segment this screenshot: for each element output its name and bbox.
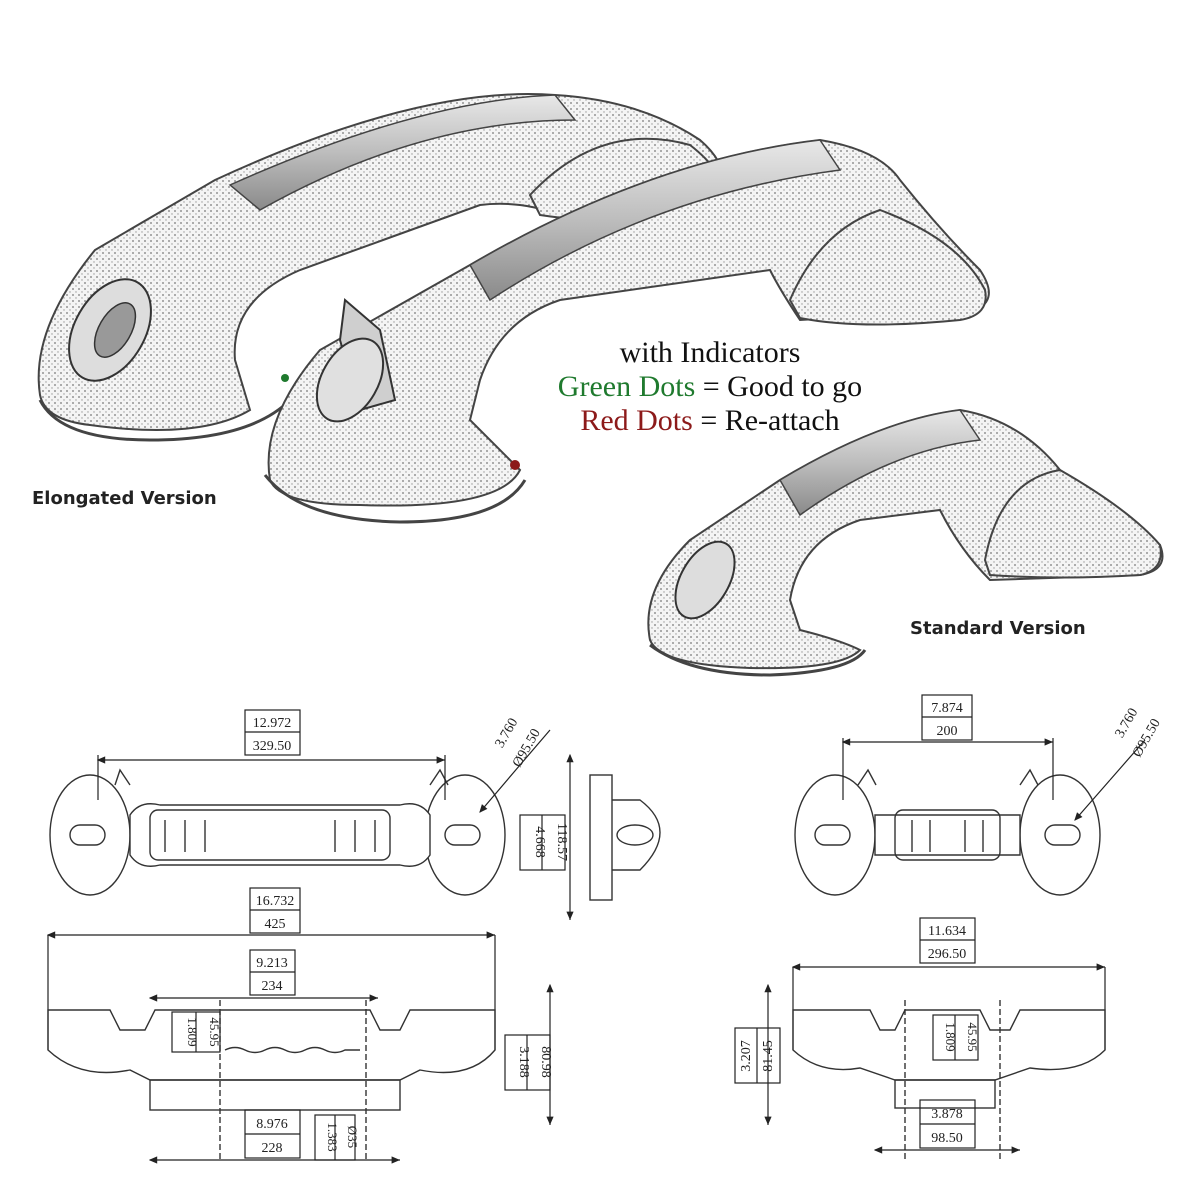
caption-green-line: Green Dots = Good to go [540,370,880,404]
dim-standard-side-in: 1.809 [943,1022,958,1051]
dim-elongated-side-in: 1.809 [185,1017,200,1046]
standard-front-view-drawing [792,1000,1106,1160]
red-indicator-dot [510,460,520,470]
indicator-caption: with Indicators Green Dots = Good to go … [540,336,880,438]
dim-elongated-height-in: 4.668 [532,826,547,858]
standard-bottom-dimensions [734,983,1020,1154]
dim-standard-height-mm: 81.45 [761,1040,776,1072]
elongated-handle-front-illustration [263,138,990,524]
dim-standard-top-length-in: 7.874 [931,701,963,716]
dim-elongated-top-length-in: 12.972 [253,716,292,731]
dim-elongated-top-length-mm: 329.50 [253,739,292,754]
green-indicator-dot [281,374,289,382]
caption-title: with Indicators [619,336,801,369]
standard-handle-illustration [647,408,1164,677]
dim-elongated-knob-in: 1.383 [325,1122,340,1151]
standard-top-view-drawing [794,768,1101,896]
dim-standard-side-mm: 45.95 [965,1022,980,1051]
caption-red-meaning: = Re-attach [692,404,840,437]
dim-elongated-depth-mm: 80.98 [538,1046,553,1078]
caption-green-meaning: = Good to go [695,370,863,403]
dim-elongated-knob-mm: Ø35 [345,1126,360,1148]
elongated-version-label: Elongated Version [32,488,217,509]
elongated-bottom-dimensions [148,983,554,1164]
dim-elongated-side-mm: 45.95 [207,1017,222,1046]
dim-elongated-base-mm: 228 [262,1141,283,1156]
dim-standard-base-mm: 98.50 [931,1131,963,1146]
dim-elongated-grip-length-mm: 234 [262,979,283,994]
caption-red-line: Red Dots = Re-attach [540,404,880,438]
caption-red-label: Red Dots [580,404,693,437]
caption-green-label: Green Dots [557,370,696,403]
elongated-dimension-lines [46,709,574,1050]
dim-elongated-total-length-in: 16.732 [256,894,295,909]
dim-standard-total-length-in: 11.634 [928,924,966,939]
dim-elongated-cup-diameter-in: 3.760 [493,716,522,751]
dim-elongated-height-mm: 118.57 [554,823,569,861]
standard-version-label: Standard Version [910,618,1086,639]
dim-standard-height-in: 3.207 [739,1040,754,1072]
dim-standard-total-length-mm: 296.50 [928,947,967,962]
dim-elongated-total-length-mm: 425 [265,917,286,932]
dim-elongated-base-in: 8.976 [256,1117,288,1132]
dim-standard-base-in: 3.878 [931,1107,963,1122]
dim-elongated-depth-in: 3.188 [516,1046,531,1078]
dim-standard-top-length-mm: 200 [937,724,958,739]
elongated-front-view-drawing [47,1000,496,1160]
dim-standard-cup-diameter-in: 3.760 [1113,706,1142,741]
dim-elongated-grip-length-in: 9.213 [256,956,288,971]
